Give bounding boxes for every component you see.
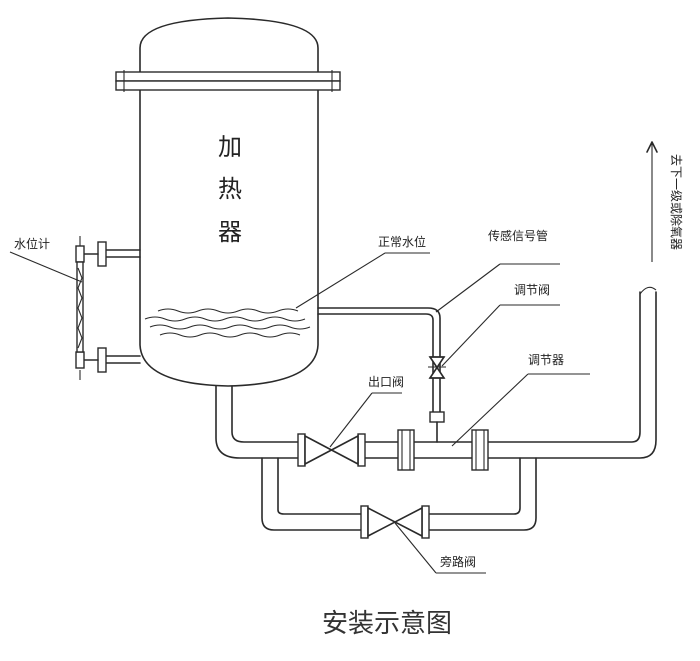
- heater-label-1: 加: [218, 133, 242, 161]
- water-level-gauge: [75, 236, 141, 380]
- sensor-signal-tube: [317, 307, 445, 423]
- outlet-valve-symbol: [297, 433, 366, 467]
- to-deaerator-label: 去下一级或除氧器: [669, 154, 684, 250]
- control-valve-label: 调节阀: [514, 283, 550, 297]
- leader-bypass-valve: [394, 522, 437, 574]
- water-gauge-label: 水位计: [14, 236, 50, 251]
- leader-regulator: [451, 373, 529, 447]
- outlet-valve-label: 出口阀: [368, 375, 404, 389]
- heater-vessel: [115, 17, 341, 387]
- outlet-pipe: [215, 286, 657, 459]
- normal-level-label: 正常水位: [378, 234, 426, 249]
- bypass-valve-symbol: [360, 505, 430, 539]
- regulator-symbol: [397, 421, 489, 471]
- diagram-title: 安装示意图: [322, 609, 452, 639]
- flow-arrow-icon: [646, 141, 658, 153]
- heater-label-3: 器: [218, 218, 242, 246]
- leader-control-valve: [441, 304, 501, 367]
- leader-outlet-valve: [329, 392, 373, 448]
- bypass-pipe: [261, 457, 537, 531]
- leader-sensor-tube: [435, 263, 501, 313]
- bypass-valve-label: 旁路阀: [440, 554, 476, 569]
- heater-label-2: 热: [218, 175, 242, 203]
- sensor-tube-label: 传感信号管: [488, 228, 548, 243]
- leader-normal-level: [295, 252, 386, 309]
- control-valve-symbol: [428, 356, 446, 379]
- regulator-label: 调节器: [528, 353, 564, 367]
- leader-water-gauge: [9, 251, 83, 283]
